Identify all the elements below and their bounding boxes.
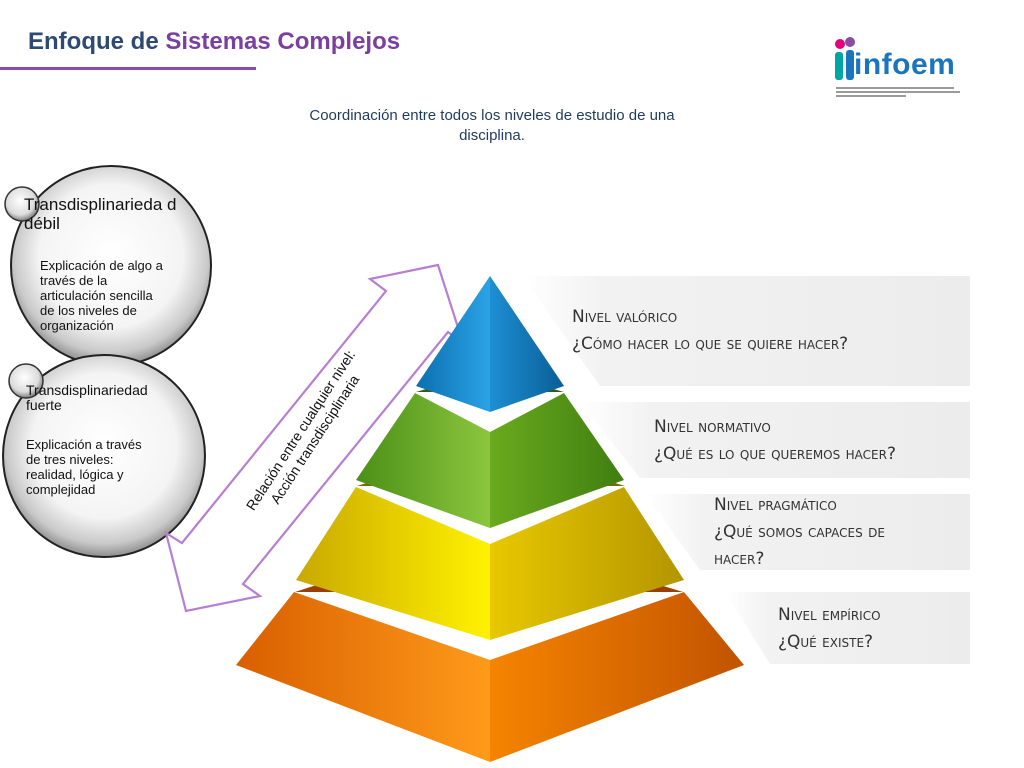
infoem-logo bbox=[835, 37, 855, 80]
level-valorico-name: Nivel valórico bbox=[572, 307, 678, 327]
bubble-debil-title: Transdisplinarieda d débil bbox=[24, 195, 177, 233]
bubble-debil-marker bbox=[4, 186, 40, 222]
bubble-fuerte-title: Transdisplinariedad fuerte bbox=[26, 382, 148, 413]
level-empirico-name: Nivel empírico bbox=[778, 605, 881, 625]
pyramid-tier-valorico-right bbox=[490, 276, 564, 412]
level-panel-empirico bbox=[725, 592, 970, 664]
subtitle: Coordinación entre todos los niveles de … bbox=[309, 107, 675, 144]
pyramid-tier-pragmatico-right bbox=[490, 487, 684, 640]
level-pragmatico: Nivel pragmático ¿Qué somos capaces de h… bbox=[714, 492, 885, 573]
pyramid-tier-valorico-left bbox=[416, 276, 490, 412]
pyramid-tier-empirico-right bbox=[490, 592, 744, 762]
pyramid-tier-normativo-left bbox=[356, 393, 490, 528]
bubble-debil-text: Explicación de algo a través de la artic… bbox=[40, 258, 163, 333]
pyramid-tier-pragmatico-left bbox=[296, 487, 490, 640]
level-valorico-question: ¿Cómo hacer lo que se quiere hacer? bbox=[572, 334, 849, 354]
level-normativo: Nivel normativo ¿Qué es lo que queremos … bbox=[654, 414, 896, 468]
level-empirico: Nivel empírico ¿Qué existe? bbox=[778, 602, 881, 656]
pyramid-tier-empirico-left bbox=[236, 592, 490, 762]
page-title-prefix: Enfoque de bbox=[28, 28, 166, 55]
bubble-transdisciplinariedad-fuerte bbox=[2, 354, 206, 558]
level-normativo-question: ¿Qué es lo que queremos hacer? bbox=[654, 444, 896, 464]
page-title-accent: Sistemas Complejos bbox=[165, 28, 401, 55]
level-pragmatico-name: Nivel pragmático bbox=[714, 495, 837, 515]
bubble-fuerte-marker bbox=[8, 363, 44, 399]
level-normativo-name: Nivel normativo bbox=[654, 417, 771, 437]
bubble-fuerte-text: Explicación a través de tres niveles: re… bbox=[26, 437, 142, 497]
level-empirico-question: ¿Qué existe? bbox=[778, 632, 874, 652]
pyramid-tier-normativo-right bbox=[490, 393, 624, 528]
title-underline bbox=[0, 67, 256, 70]
logo-tagline bbox=[836, 87, 960, 97]
level-panel-normativo bbox=[580, 402, 970, 478]
level-pragmatico-question-line2: hacer? bbox=[714, 549, 765, 569]
level-panel-pragmatico bbox=[645, 494, 970, 570]
page-title: Enfoque de Sistemas Complejos bbox=[28, 28, 400, 56]
level-panel-valorico bbox=[522, 276, 970, 386]
level-pragmatico-question-line1: ¿Qué somos capaces de bbox=[714, 522, 885, 542]
logo-text: infoem bbox=[854, 48, 956, 81]
level-valorico: Nivel valórico ¿Cómo hacer lo que se qui… bbox=[572, 304, 848, 358]
